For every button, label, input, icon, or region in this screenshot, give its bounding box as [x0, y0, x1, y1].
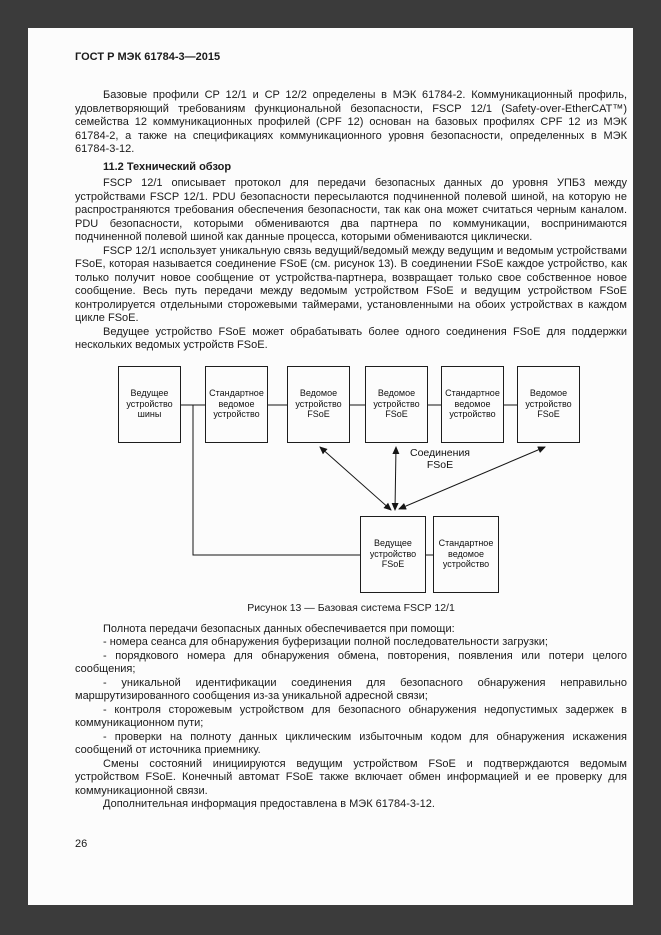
diagram-box-bus-master: Ведущее устройство шины	[118, 365, 181, 443]
paragraph: Дополнительная информация предоставлена …	[103, 798, 435, 810]
list-item: - контроля сторожевым устройством для бе…	[75, 703, 627, 730]
list-item: - проверки на полноту данных циклическим…	[75, 730, 627, 757]
paragraph-profiles: Базовые профили CP 12/1 и CP 12/2 опреде…	[75, 89, 627, 155]
diagram-box-standard-slave-2: Стандартное ведомое устройство	[441, 365, 504, 443]
connections-label-line2: FSoE	[426, 459, 454, 471]
diagram-box-standard-slave-3: Стандартное ведомое устройство	[433, 515, 499, 593]
diagram-box-fsoe-slave-2: Ведомое устройство FSoE	[365, 365, 428, 443]
paragraph: FSCP 12/1 использует уникальную связь ве…	[75, 244, 627, 325]
document-page: ГОСТ Р МЭК 61784-3—2015 Базовые профили …	[28, 28, 633, 905]
list-item: - порядкового номера для обнаружения обм…	[75, 649, 627, 676]
connections-label: Соединения FSoE	[403, 447, 477, 472]
page-number: 26	[75, 838, 88, 850]
list-item: - уникальной идентификации соединения дл…	[75, 676, 627, 703]
diagram-box-fsoe-master: Ведущее устройство FSoE	[360, 515, 426, 593]
figure-caption: Рисунок 13 — Базовая система FSCP 12/1	[247, 601, 455, 614]
page-content: ГОСТ Р МЭК 61784-3—2015 Базовые профили …	[75, 51, 627, 812]
diagram-box-fsoe-slave-3: Ведомое устройство FSoE	[517, 365, 580, 443]
doc-header: ГОСТ Р МЭК 61784-3—2015	[75, 51, 221, 63]
paragraph: Смены состояний инициируются ведущим уст…	[75, 757, 627, 797]
list-item: - номера сеанса для обнаружения буфериза…	[103, 636, 548, 648]
figure-13-diagram: Ведущее устройство шины Стандартное ведо…	[75, 361, 627, 599]
paragraph: Ведущее устройство FSoE может обрабатыва…	[75, 325, 627, 352]
list-intro: Полнота передачи безопасных данных обесп…	[103, 622, 455, 635]
paragraph: FSCP 12/1 описывает протокол для передач…	[75, 177, 627, 243]
section-heading: 11.2 Технический обзор	[103, 160, 232, 173]
diagram-box-standard-slave-1: Стандартное ведомое устройство	[205, 365, 268, 443]
connections-label-line1: Соединения	[409, 446, 470, 459]
diagram-connectors	[181, 404, 546, 555]
diagram-box-fsoe-slave-1: Ведомое устройство FSoE	[287, 365, 350, 443]
